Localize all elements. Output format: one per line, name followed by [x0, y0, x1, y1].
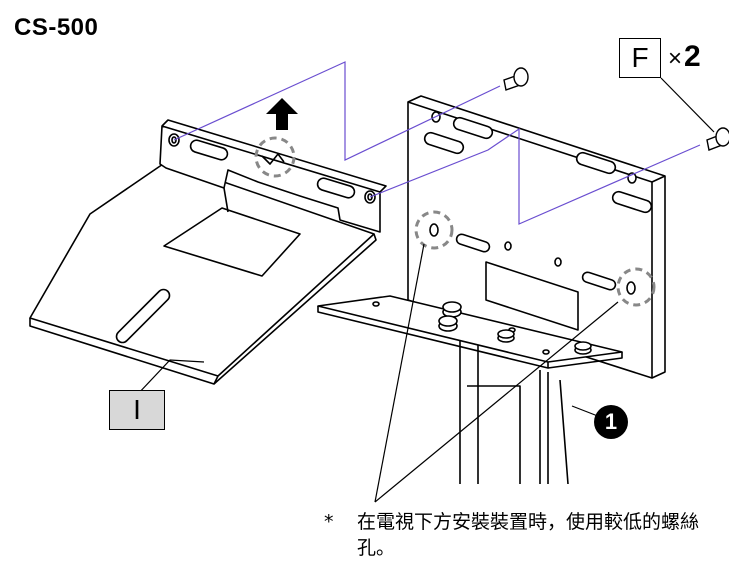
alignment-lines: [173, 61, 701, 225]
model-label: CS-500: [14, 14, 99, 41]
footnote-marker: *: [324, 511, 334, 533]
times-sign: ×: [668, 45, 683, 72]
part-f-quantity: ×2: [668, 40, 701, 74]
slot: [581, 271, 617, 291]
slot: [189, 139, 229, 161]
slot: [455, 233, 491, 253]
screw: [503, 67, 729, 151]
hook-highlight: [254, 136, 296, 178]
slot: [575, 151, 617, 175]
lower-hole-right: [616, 267, 656, 307]
slot: [115, 288, 171, 344]
lift-arrow: [266, 98, 298, 130]
stand-bracket: [317, 95, 666, 485]
slot: [611, 190, 653, 214]
lower-hole-left: [414, 210, 454, 250]
part-f-label: F: [619, 38, 661, 78]
leader-lines: [135, 77, 715, 503]
slot: [316, 177, 356, 199]
nut: [438, 301, 592, 355]
part-i-label: I: [109, 390, 165, 430]
callout-1-badge: 1: [594, 405, 628, 439]
slot: [423, 131, 465, 155]
footnote-text: 在電視下方安裝裝置時，使用較低的螺絲孔。: [357, 511, 700, 559]
highlight-circles: [254, 136, 656, 307]
tray-bracket: [29, 119, 387, 385]
slot: [452, 116, 494, 140]
quantity-number: 2: [684, 40, 701, 73]
